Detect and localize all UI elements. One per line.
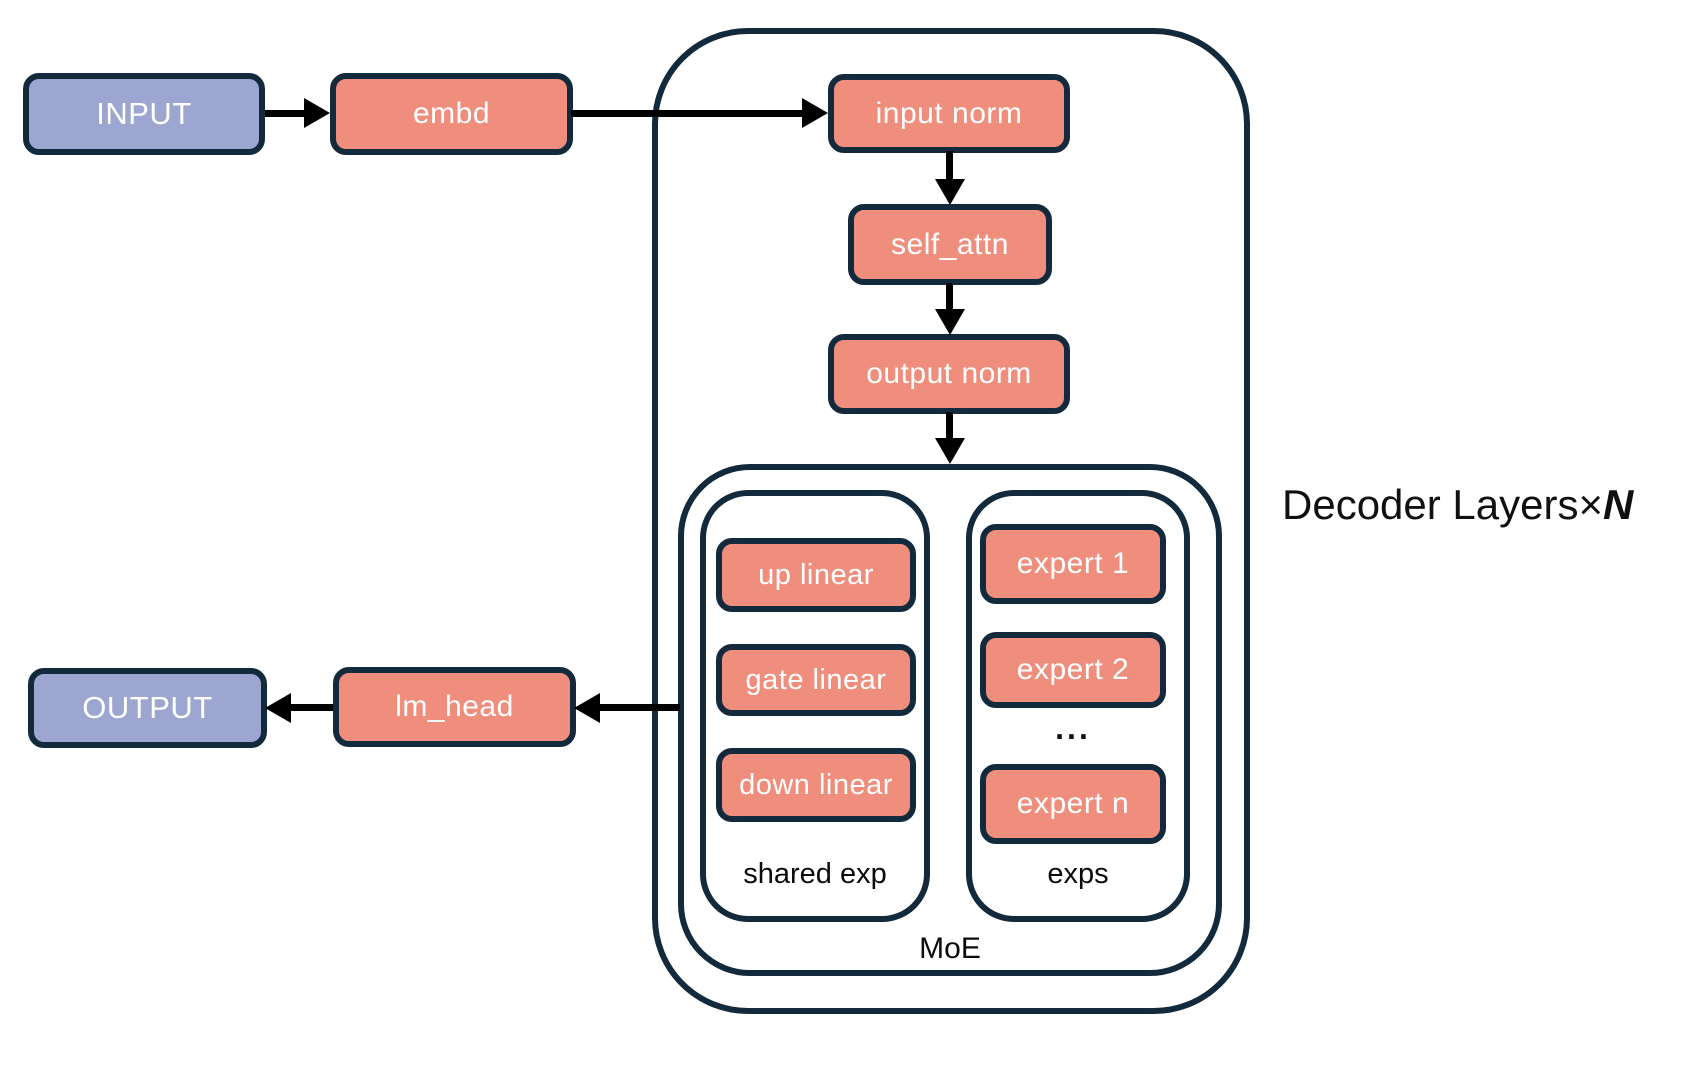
- arrow-moe-to-lmhead-line: [600, 704, 680, 711]
- arrow-input-to-embd-line: [265, 110, 307, 117]
- self-attn-node: self_attn: [848, 204, 1052, 285]
- input-norm-node: input norm: [828, 74, 1070, 153]
- exps-label: exps: [1047, 858, 1109, 890]
- arrow-embd-to-inputnorm-line: [571, 110, 804, 117]
- experts-container: [966, 490, 1190, 922]
- arrow-input-to-embd-head: [304, 98, 330, 128]
- down-linear-node: down linear: [716, 748, 916, 822]
- output-node: OUTPUT: [28, 668, 267, 748]
- expert-1-node: expert 1: [980, 524, 1166, 604]
- arrow-moe-to-lmhead-head: [574, 693, 600, 723]
- arrow-lmhead-to-output-head: [265, 693, 291, 723]
- arrow-selfattn-to-outputnorm-line: [946, 283, 953, 311]
- arrow-inputnorm-to-selfattn-line: [946, 151, 953, 181]
- moe-container: [678, 464, 1222, 976]
- lm-head-node: lm_head: [333, 667, 576, 747]
- gate-linear-node: gate linear: [716, 644, 916, 716]
- decoder-layers-n-variable: N: [1603, 481, 1634, 528]
- decoder-layers-label-text: Decoder Layers×: [1282, 481, 1604, 528]
- arrow-outputnorm-to-moe-head: [935, 438, 965, 464]
- experts-ellipsis: ...: [1055, 710, 1091, 746]
- arrow-outputnorm-to-moe-line: [946, 412, 953, 440]
- arrow-selfattn-to-outputnorm-head: [935, 309, 965, 335]
- decoder-layers-container: [652, 28, 1250, 1014]
- arrow-embd-to-inputnorm-head: [802, 98, 828, 128]
- expert-n-node: expert n: [980, 764, 1166, 844]
- shared-expert-container: [700, 490, 930, 922]
- arrow-inputnorm-to-selfattn-head: [935, 179, 965, 205]
- input-node: INPUT: [23, 73, 265, 155]
- arrow-lmhead-to-output-line: [291, 704, 333, 711]
- up-linear-node: up linear: [716, 538, 916, 612]
- moe-label: MoE: [919, 932, 981, 965]
- shared-exp-label: shared exp: [743, 858, 887, 890]
- decoder-layers-label: Decoder Layers×N: [1282, 481, 1633, 529]
- embd-node: embd: [330, 73, 573, 155]
- output-norm-node: output norm: [828, 334, 1070, 414]
- expert-2-node: expert 2: [980, 632, 1166, 708]
